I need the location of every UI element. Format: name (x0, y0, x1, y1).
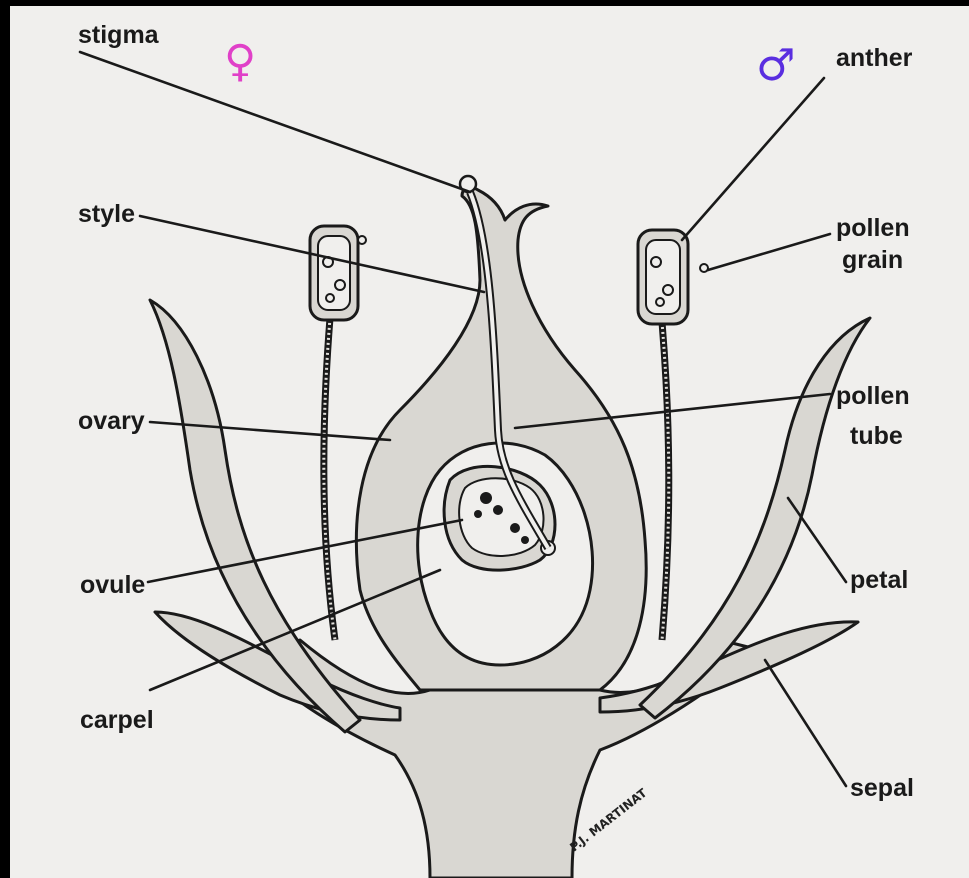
label-anther: anther (836, 44, 913, 72)
label-carpel: carpel (80, 706, 154, 734)
label-sepal: sepal (850, 774, 914, 802)
pollen-grain-dot (700, 264, 708, 272)
label-stigma: stigma (78, 21, 160, 49)
label-pollen-grain-2: grain (842, 246, 903, 274)
male-symbol: ♂ (756, 40, 795, 91)
filament-left (324, 318, 335, 640)
label-pollen-tube-1: pollen (836, 382, 910, 410)
label-petal: petal (850, 566, 908, 594)
leader-sepal (765, 660, 846, 786)
leader-petal (788, 498, 846, 582)
label-ovule: ovule (80, 571, 145, 599)
female-symbol: ♀ (224, 36, 256, 87)
label-pollen-tube-2: tube (850, 422, 903, 450)
label-pollen-grain-1: pollen (836, 214, 910, 242)
leader-pollen-grain (708, 234, 830, 270)
label-ovary: ovary (78, 407, 145, 435)
label-style: style (78, 200, 135, 228)
leader-stigma (80, 52, 470, 192)
leader-anther (682, 78, 824, 240)
